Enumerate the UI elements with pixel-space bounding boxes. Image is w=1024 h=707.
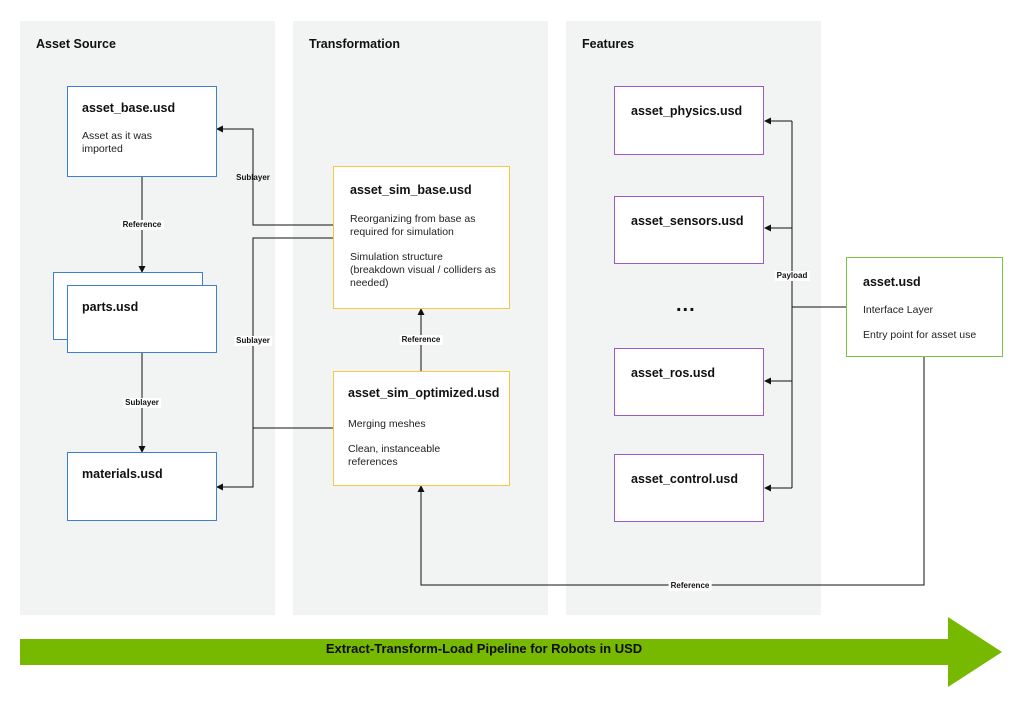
materials-title: materials.usd	[82, 467, 163, 481]
edge-sublayer-base	[216, 125, 333, 226]
sensors-title: asset_sensors.usd	[631, 214, 744, 228]
sim-optimized-title: asset_sim_optimized.usd	[348, 386, 500, 400]
sim-base-desc2: Simulation structure (breakdown visual /…	[350, 251, 496, 289]
ros-title: asset_ros.usd	[631, 366, 716, 380]
more-features-ellipsis: ...	[676, 294, 696, 316]
label-sublayer-top: Sublayer	[236, 173, 270, 182]
sensors-box: asset_sensors.usd	[614, 196, 764, 264]
asset-interface-box: asset.usd Interface Layer Entry point fo…	[846, 257, 1003, 357]
asset-base-box: asset_base.usd Asset as it was imported	[67, 86, 217, 177]
physics-box: asset_physics.usd	[614, 86, 764, 155]
sim-base-desc1: Reorganizing from base as required for s…	[350, 213, 476, 238]
parts-box: parts.usd	[67, 285, 217, 353]
control-box: asset_control.usd	[614, 454, 764, 522]
asset-source-title: Asset Source	[36, 37, 116, 51]
pipeline-arrow	[20, 617, 1002, 687]
asset-interface-title: asset.usd	[863, 275, 921, 289]
asset-base-title: asset_base.usd	[82, 101, 176, 115]
physics-title: asset_physics.usd	[631, 104, 743, 118]
edge-sublayer-left	[216, 237, 333, 491]
label-reference-mid: Reference	[399, 335, 443, 345]
sim-optimized-box: asset_sim_optimized.usd Merging meshes C…	[333, 371, 510, 486]
pipeline-banner-text: Extract-Transform-Load Pipeline for Robo…	[325, 641, 643, 656]
features-title: Features	[582, 37, 635, 51]
sim-base-box: asset_sim_base.usd Reorganizing from bas…	[333, 166, 510, 309]
sim-optimized-desc1: Merging meshes	[348, 418, 426, 430]
asset-interface-desc1: Interface Layer	[863, 304, 934, 316]
sim-base-title: asset_sim_base.usd	[350, 183, 472, 197]
ros-box: asset_ros.usd	[614, 348, 764, 416]
label-reference-left: Reference	[120, 220, 164, 230]
transformation-title: Transformation	[309, 37, 400, 51]
asset-interface-desc2: Entry point for asset use	[863, 329, 977, 341]
sim-optimized-desc2: Clean, instanceable references	[348, 443, 441, 468]
materials-box: materials.usd	[67, 452, 217, 521]
parts-title: parts.usd	[82, 300, 139, 314]
label-payload: Payload	[774, 271, 810, 281]
asset-base-desc: Asset as it was imported	[82, 130, 153, 155]
control-title: asset_control.usd	[631, 472, 738, 486]
label-sublayer-left: Sublayer	[123, 398, 161, 408]
label-sublayer-mid: Sublayer	[234, 336, 272, 346]
label-reference-bottom: Reference	[668, 581, 712, 591]
